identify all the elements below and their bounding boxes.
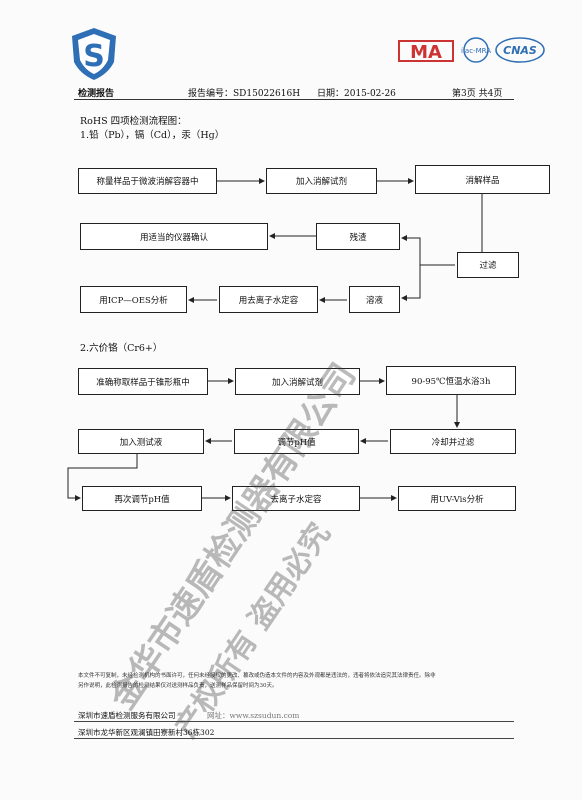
step-filter: 过滤 <box>457 252 519 278</box>
step2-cool-filter: 冷却并过滤 <box>390 429 516 454</box>
cnas-logo-icon: CNAS <box>494 36 546 64</box>
step2-weigh-sample: 准确称取样品于锥形瓶中 <box>78 368 208 395</box>
svg-text:MA: MA <box>410 42 442 63</box>
step-solution: 溶液 <box>349 286 400 313</box>
step-residue: 残渣 <box>316 223 400 250</box>
footer-website: 网址：www.szsudun.com <box>207 711 300 720</box>
report-date: 日期：2015-02-26 <box>317 89 396 99</box>
footer-disclaimer-line2: 另作说明，此检测报告的检测结果仅对送测样品负责，送测样品保留时间为30天。 <box>78 683 278 689</box>
step2-dilute-water: 去离子水定容 <box>232 486 360 511</box>
svg-text:CNAS: CNAS <box>503 44 537 57</box>
footer-company: 深圳市速盾检测服务有限公司 <box>78 711 176 720</box>
step2-water-bath: 90-95℃恒温水浴3h <box>386 366 516 395</box>
step2-add-reagent: 加入消解试剂 <box>235 368 360 395</box>
step2-add-test-solution: 加入测试液 <box>78 429 204 454</box>
step2-adjust-ph: 调节pH值 <box>234 429 359 454</box>
section1-heading: 1.铅（Pb），镉（Cd），汞（Hg） <box>80 130 225 141</box>
footer-disclaimer: 本文件不可复制，未经检测机构的书面许可，任何未经授权的更改、篡改或伪造本文件的内… <box>78 671 518 691</box>
report-number: 报告编号：SD15022616H <box>188 89 301 99</box>
report-title: 检测报告 <box>78 89 115 99</box>
svg-text:ilac-MRA: ilac-MRA <box>461 47 491 55</box>
footer-disclaimer-line1: 本文件不可复制，未经检测机构的书面许可，任何未经授权的更改、篡改或伪造本文件的内… <box>78 673 436 679</box>
page-info: 第3页 共4页 <box>452 89 503 99</box>
svg-text:S: S <box>83 39 105 74</box>
footer-address: 深圳市龙华新区观澜镇田寮新村36栋302 <box>78 728 215 737</box>
step-instrument-confirm: 用适当的仪器确认 <box>80 223 268 250</box>
step2-uv-analysis: 用UV-Vis分析 <box>398 486 516 511</box>
step-icp-analysis: 用ICP—OES分析 <box>80 286 187 313</box>
step2-readjust-ph: 再次调节pH值 <box>82 486 202 511</box>
step-dilute-water: 用去离子水定容 <box>219 286 318 313</box>
section2-heading: 2.六价铬（Cr6+） <box>80 343 163 354</box>
company-logo-icon: S <box>72 28 116 80</box>
step-add-reagent: 加入消解试剂 <box>266 168 377 194</box>
step-digest-sample: 消解样品 <box>415 165 550 194</box>
header-rule <box>74 99 514 100</box>
footer-rule-2 <box>74 738 514 739</box>
cma-logo-icon: MA <box>398 38 454 64</box>
step-weigh-sample: 称量样品于微波消解容器中 <box>78 168 217 194</box>
section-title: RoHS 四项检测流程图： <box>80 116 187 127</box>
ilac-mra-logo-icon: ilac-MRA <box>458 36 494 64</box>
footer-rule-1 <box>74 721 514 722</box>
